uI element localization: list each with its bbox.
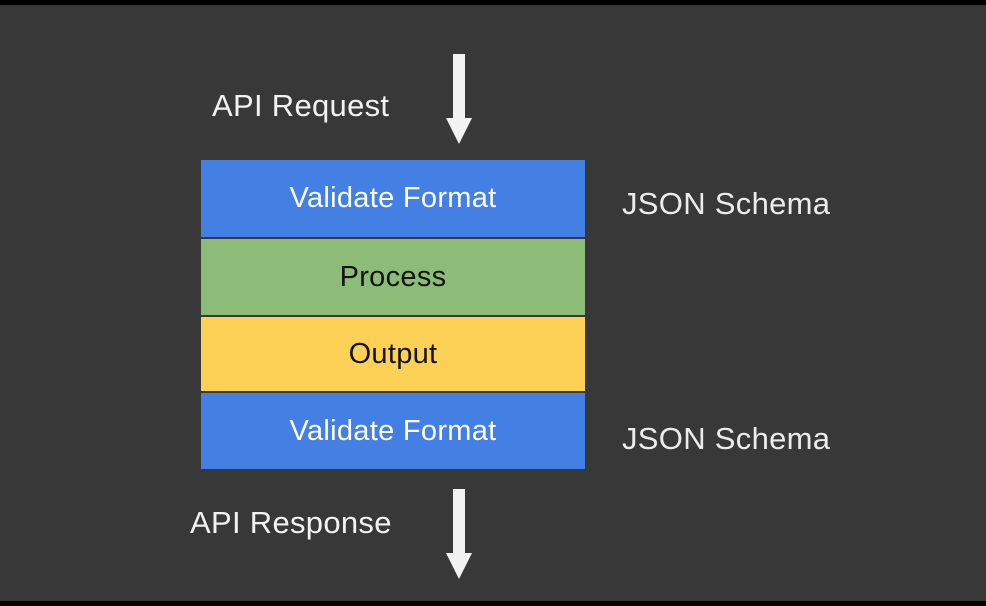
letterbox-bottom xyxy=(0,601,986,606)
down-arrow-shape xyxy=(446,489,472,579)
api-request-label: API Request xyxy=(212,88,390,123)
down-arrow-icon-response xyxy=(446,489,472,579)
flow-step-validate-output: Validate Format xyxy=(201,393,585,469)
flow-step-label: Validate Format xyxy=(289,414,497,447)
flow-step-output: Output xyxy=(201,317,585,391)
api-response-label: API Response xyxy=(190,505,392,540)
flow-step-validate-input: Validate Format xyxy=(201,160,585,237)
flow-step-label: Process xyxy=(339,260,447,293)
json-schema-label-bottom: JSON Schema xyxy=(622,421,831,456)
flow-step-process: Process xyxy=(201,239,585,315)
down-arrow-shape xyxy=(446,54,472,144)
flow-step-label: Output xyxy=(348,337,438,370)
letterbox-top xyxy=(0,0,986,5)
json-schema-label-top: JSON Schema xyxy=(622,186,831,221)
flow-step-label: Validate Format xyxy=(289,182,497,214)
down-arrow-icon-request xyxy=(446,54,472,144)
